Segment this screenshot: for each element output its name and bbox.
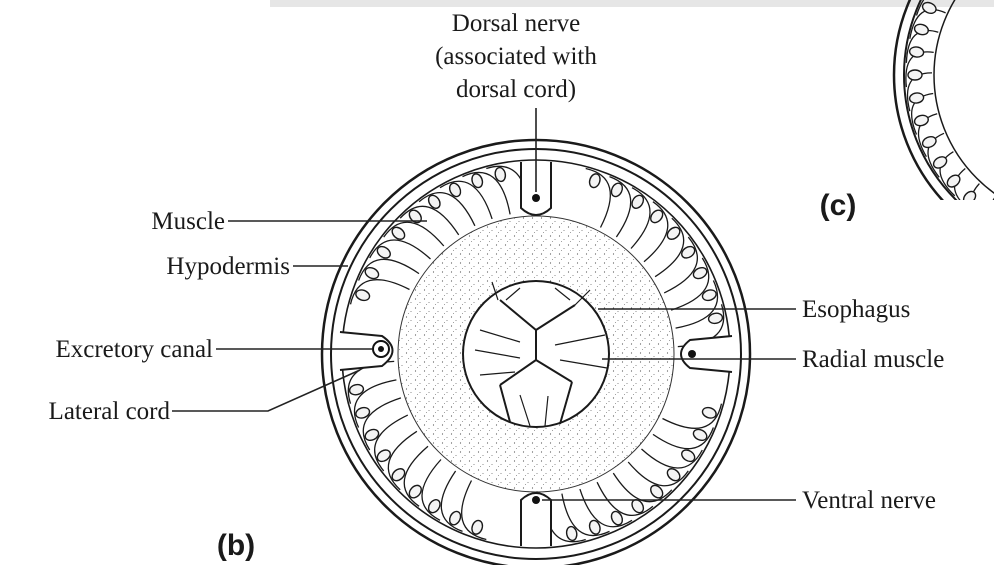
esophagus-label: Esophagus bbox=[802, 296, 910, 323]
lateral-cord-label: Lateral cord bbox=[49, 398, 171, 425]
scan-artifact-band bbox=[270, 0, 994, 7]
panel-c-partial-cross-section bbox=[894, 0, 994, 261]
muscle-label: Muscle bbox=[151, 208, 225, 235]
hypodermis-label: Hypodermis bbox=[166, 253, 290, 280]
dorsal-nerve-dot bbox=[532, 194, 540, 202]
dorsal-nerve-label-line-2: (associated with bbox=[435, 43, 597, 70]
dorsal-nerve-label-line-3: dorsal cord) bbox=[456, 76, 576, 103]
radial-muscle-dot bbox=[688, 350, 696, 358]
esophagus bbox=[463, 281, 609, 427]
panel-b-cross-section bbox=[322, 140, 750, 565]
panel-label-b: (b) bbox=[217, 529, 255, 562]
excretory-canal-dot bbox=[378, 346, 384, 352]
radial-muscle-label: Radial muscle bbox=[802, 346, 944, 373]
ventral-nerve-dot bbox=[532, 496, 540, 504]
dorsal-nerve-label-line-1: Dorsal nerve bbox=[452, 10, 580, 37]
ventral-nerve-label: Ventral nerve bbox=[802, 487, 936, 514]
panel-label-c: (c) bbox=[820, 189, 857, 222]
excretory-canal-label: Excretory canal bbox=[55, 336, 213, 363]
dorsal-nerve-label: Dorsal nerve (associated with dorsal cor… bbox=[435, 10, 597, 103]
